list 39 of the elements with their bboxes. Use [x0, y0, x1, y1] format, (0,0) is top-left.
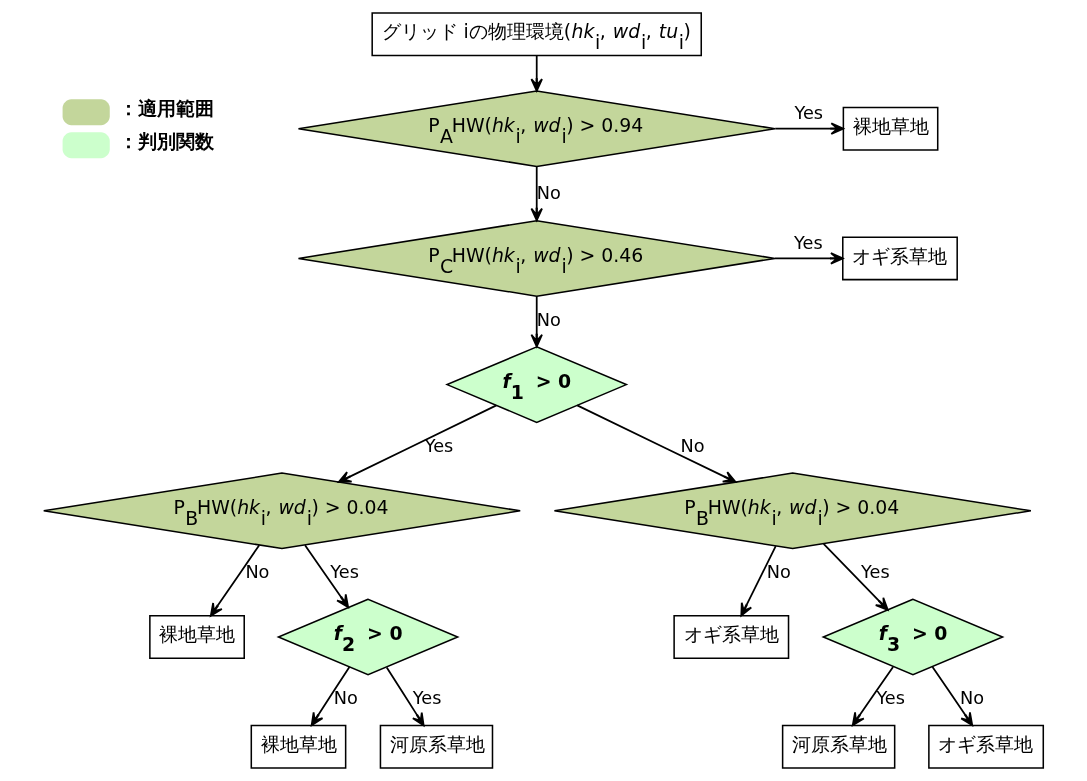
arrow	[304, 544, 350, 609]
arrow	[774, 252, 844, 265]
arrow	[851, 666, 894, 727]
arrow	[774, 122, 844, 135]
edge-label: No	[536, 183, 561, 204]
arrow	[931, 666, 974, 727]
node-box: オギ系草地	[928, 724, 1045, 769]
node-box: 河原系草地	[781, 724, 896, 769]
edge-label: No	[245, 562, 270, 583]
edge-label: Yes	[412, 688, 442, 709]
edge-label: Yes	[330, 562, 359, 583]
arrow	[530, 295, 543, 348]
arrow	[310, 666, 351, 727]
arrow	[530, 55, 543, 92]
legend-label: ：適用範囲	[119, 97, 215, 120]
arrow	[337, 404, 498, 483]
arrow	[530, 165, 543, 222]
node-box: 裸地草地	[842, 106, 939, 151]
node-box: オギ系草地	[842, 236, 958, 281]
edge-label: Yes	[861, 562, 890, 583]
arrow	[209, 544, 261, 617]
legend-label: ：判別関数	[119, 130, 215, 153]
arrow	[576, 404, 737, 483]
edge-label: No	[766, 562, 791, 583]
arrow	[822, 543, 889, 611]
node-box: オギ系草地	[673, 615, 790, 659]
node-box: 河原系草地	[379, 724, 494, 769]
arrow	[385, 666, 425, 727]
node-box: 裸地草地	[250, 724, 347, 769]
edge-label: No	[680, 435, 705, 456]
edge-label: No	[536, 309, 561, 330]
edge-label: Yes	[424, 435, 454, 456]
arrow	[740, 545, 777, 617]
edge-label: No	[960, 688, 985, 709]
edge-label: Yes	[794, 103, 823, 124]
edge-label: Yes	[876, 688, 905, 709]
node-box: 裸地草地	[149, 615, 245, 659]
edge-label: No	[333, 688, 358, 709]
edge-label: Yes	[794, 232, 823, 253]
